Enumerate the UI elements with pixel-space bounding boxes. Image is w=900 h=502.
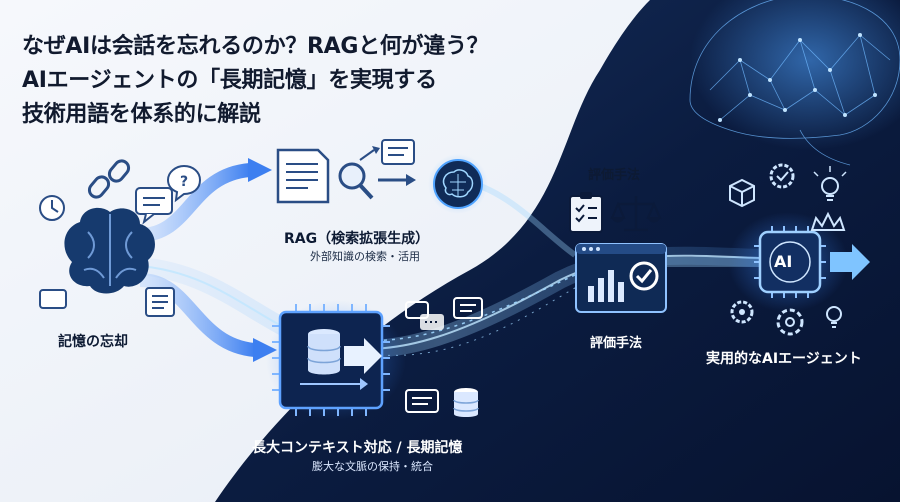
orbit-icons (729, 163, 847, 336)
gear-icon (730, 300, 754, 324)
gear-check-icon (769, 163, 795, 189)
svg-text:?: ? (180, 174, 188, 190)
long-context-label: 長大コンテキスト対応 / 長期記憶 (252, 440, 463, 456)
document-icon (276, 148, 330, 204)
long-context-chip-icon (266, 300, 406, 420)
question-bubble-icon: ? (166, 164, 202, 203)
magnifier-icon (338, 162, 374, 200)
evaluation-label-bottom: 評価手法 (590, 336, 643, 351)
long-context-sublabel: 膨大な文脈の保持・統合 (312, 460, 433, 473)
chat-bubble-small-icon (39, 289, 67, 309)
checklist-icon (569, 192, 603, 233)
rag-sublabel: 外部知識の検索・活用 (310, 250, 420, 263)
clock-icon (39, 195, 65, 221)
retrieval-arrow-icon (378, 174, 416, 186)
doc-list-icon (145, 287, 175, 317)
title-line-3: 技術用語を体系的に解説 (22, 102, 261, 127)
cube-icon (729, 178, 755, 208)
search-result-card-icon (359, 139, 415, 165)
forgetting-label: 記憶の忘却 (58, 334, 128, 350)
evaluation-label-top: 評価手法 (588, 168, 641, 183)
rag-label: RAG（検索拡張生成） (284, 231, 430, 247)
evaluation-dashboard-icon (575, 243, 667, 313)
ai-chip-text: AI (774, 252, 793, 271)
lightbulb-small-icon (826, 306, 842, 328)
practical-agent-label: 実用的なAIエージェント (706, 351, 862, 367)
ai-agent-chip-icon (728, 212, 870, 312)
ai-brain-badge-icon (428, 154, 488, 214)
forgetting-brain-icon (64, 207, 155, 294)
page-title: なぜAIは会話を忘れるのか？RAGと何が違う？ AIエージェントの「長期記憶」を… (22, 30, 489, 132)
chat-bubble-icon (135, 187, 173, 225)
flow-arrow-to-rag (139, 158, 272, 242)
network-brain-icon (689, 0, 900, 166)
broken-chain-icon (87, 159, 131, 199)
title-line-1: なぜAIは会話を忘れるのか？RAGと何が違う？ (22, 34, 489, 59)
crown-icon (810, 211, 846, 231)
lightbulb-icon (813, 166, 847, 201)
settings-cog-icon (776, 308, 804, 336)
balance-scale-icon (610, 196, 662, 232)
notes-db-icon (405, 388, 479, 417)
chat-bubbles-icon (405, 297, 483, 330)
title-line-2: AIエージェントの「長期記憶」を実現する (22, 68, 437, 93)
flow-arrow-to-long-context (139, 273, 277, 362)
